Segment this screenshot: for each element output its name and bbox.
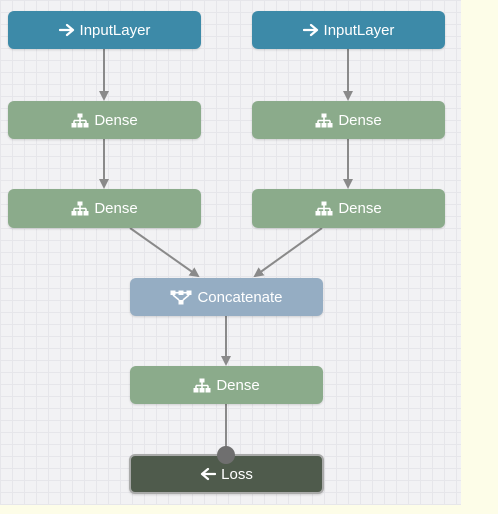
connection-port[interactable] [217,446,235,464]
arrow-right-icon [302,23,319,37]
node-label: Dense [94,111,138,129]
node-dense-4[interactable]: Dense [252,189,445,228]
node-dense-1[interactable]: Dense [8,101,201,139]
arrow-right-icon [58,23,75,37]
node-input-layer-1[interactable]: InputLayer [8,11,201,49]
node-label: Dense [216,376,260,394]
hierarchy-icon [71,201,89,216]
node-label: InputLayer [323,21,395,39]
hierarchy-icon [193,378,211,393]
edges-layer [99,49,353,450]
node-label: Dense [338,200,382,217]
node-label: Dense [94,200,138,217]
bottom-strip [0,505,461,514]
node-dense-3[interactable]: Dense [8,189,201,228]
hierarchy-icon [315,113,333,128]
node-label: Dense [338,111,382,129]
hierarchy-icon [71,113,89,128]
node-concatenate[interactable]: Concatenate [130,278,323,316]
hierarchy-icon [315,201,333,216]
side-panel [461,0,498,514]
node-label: Loss [221,465,253,483]
graph-canvas[interactable] [0,0,461,514]
edge-dense4-concat [253,227,323,278]
arrow-left-icon [200,467,217,481]
node-label: Concatenate [197,288,283,306]
node-dense-2[interactable]: Dense [252,101,445,139]
node-dense-5[interactable]: Dense [130,366,323,404]
merge-icon [170,290,192,305]
node-label: InputLayer [79,21,151,39]
edge-dense3-concat [129,227,200,278]
node-input-layer-2[interactable]: InputLayer [252,11,445,49]
